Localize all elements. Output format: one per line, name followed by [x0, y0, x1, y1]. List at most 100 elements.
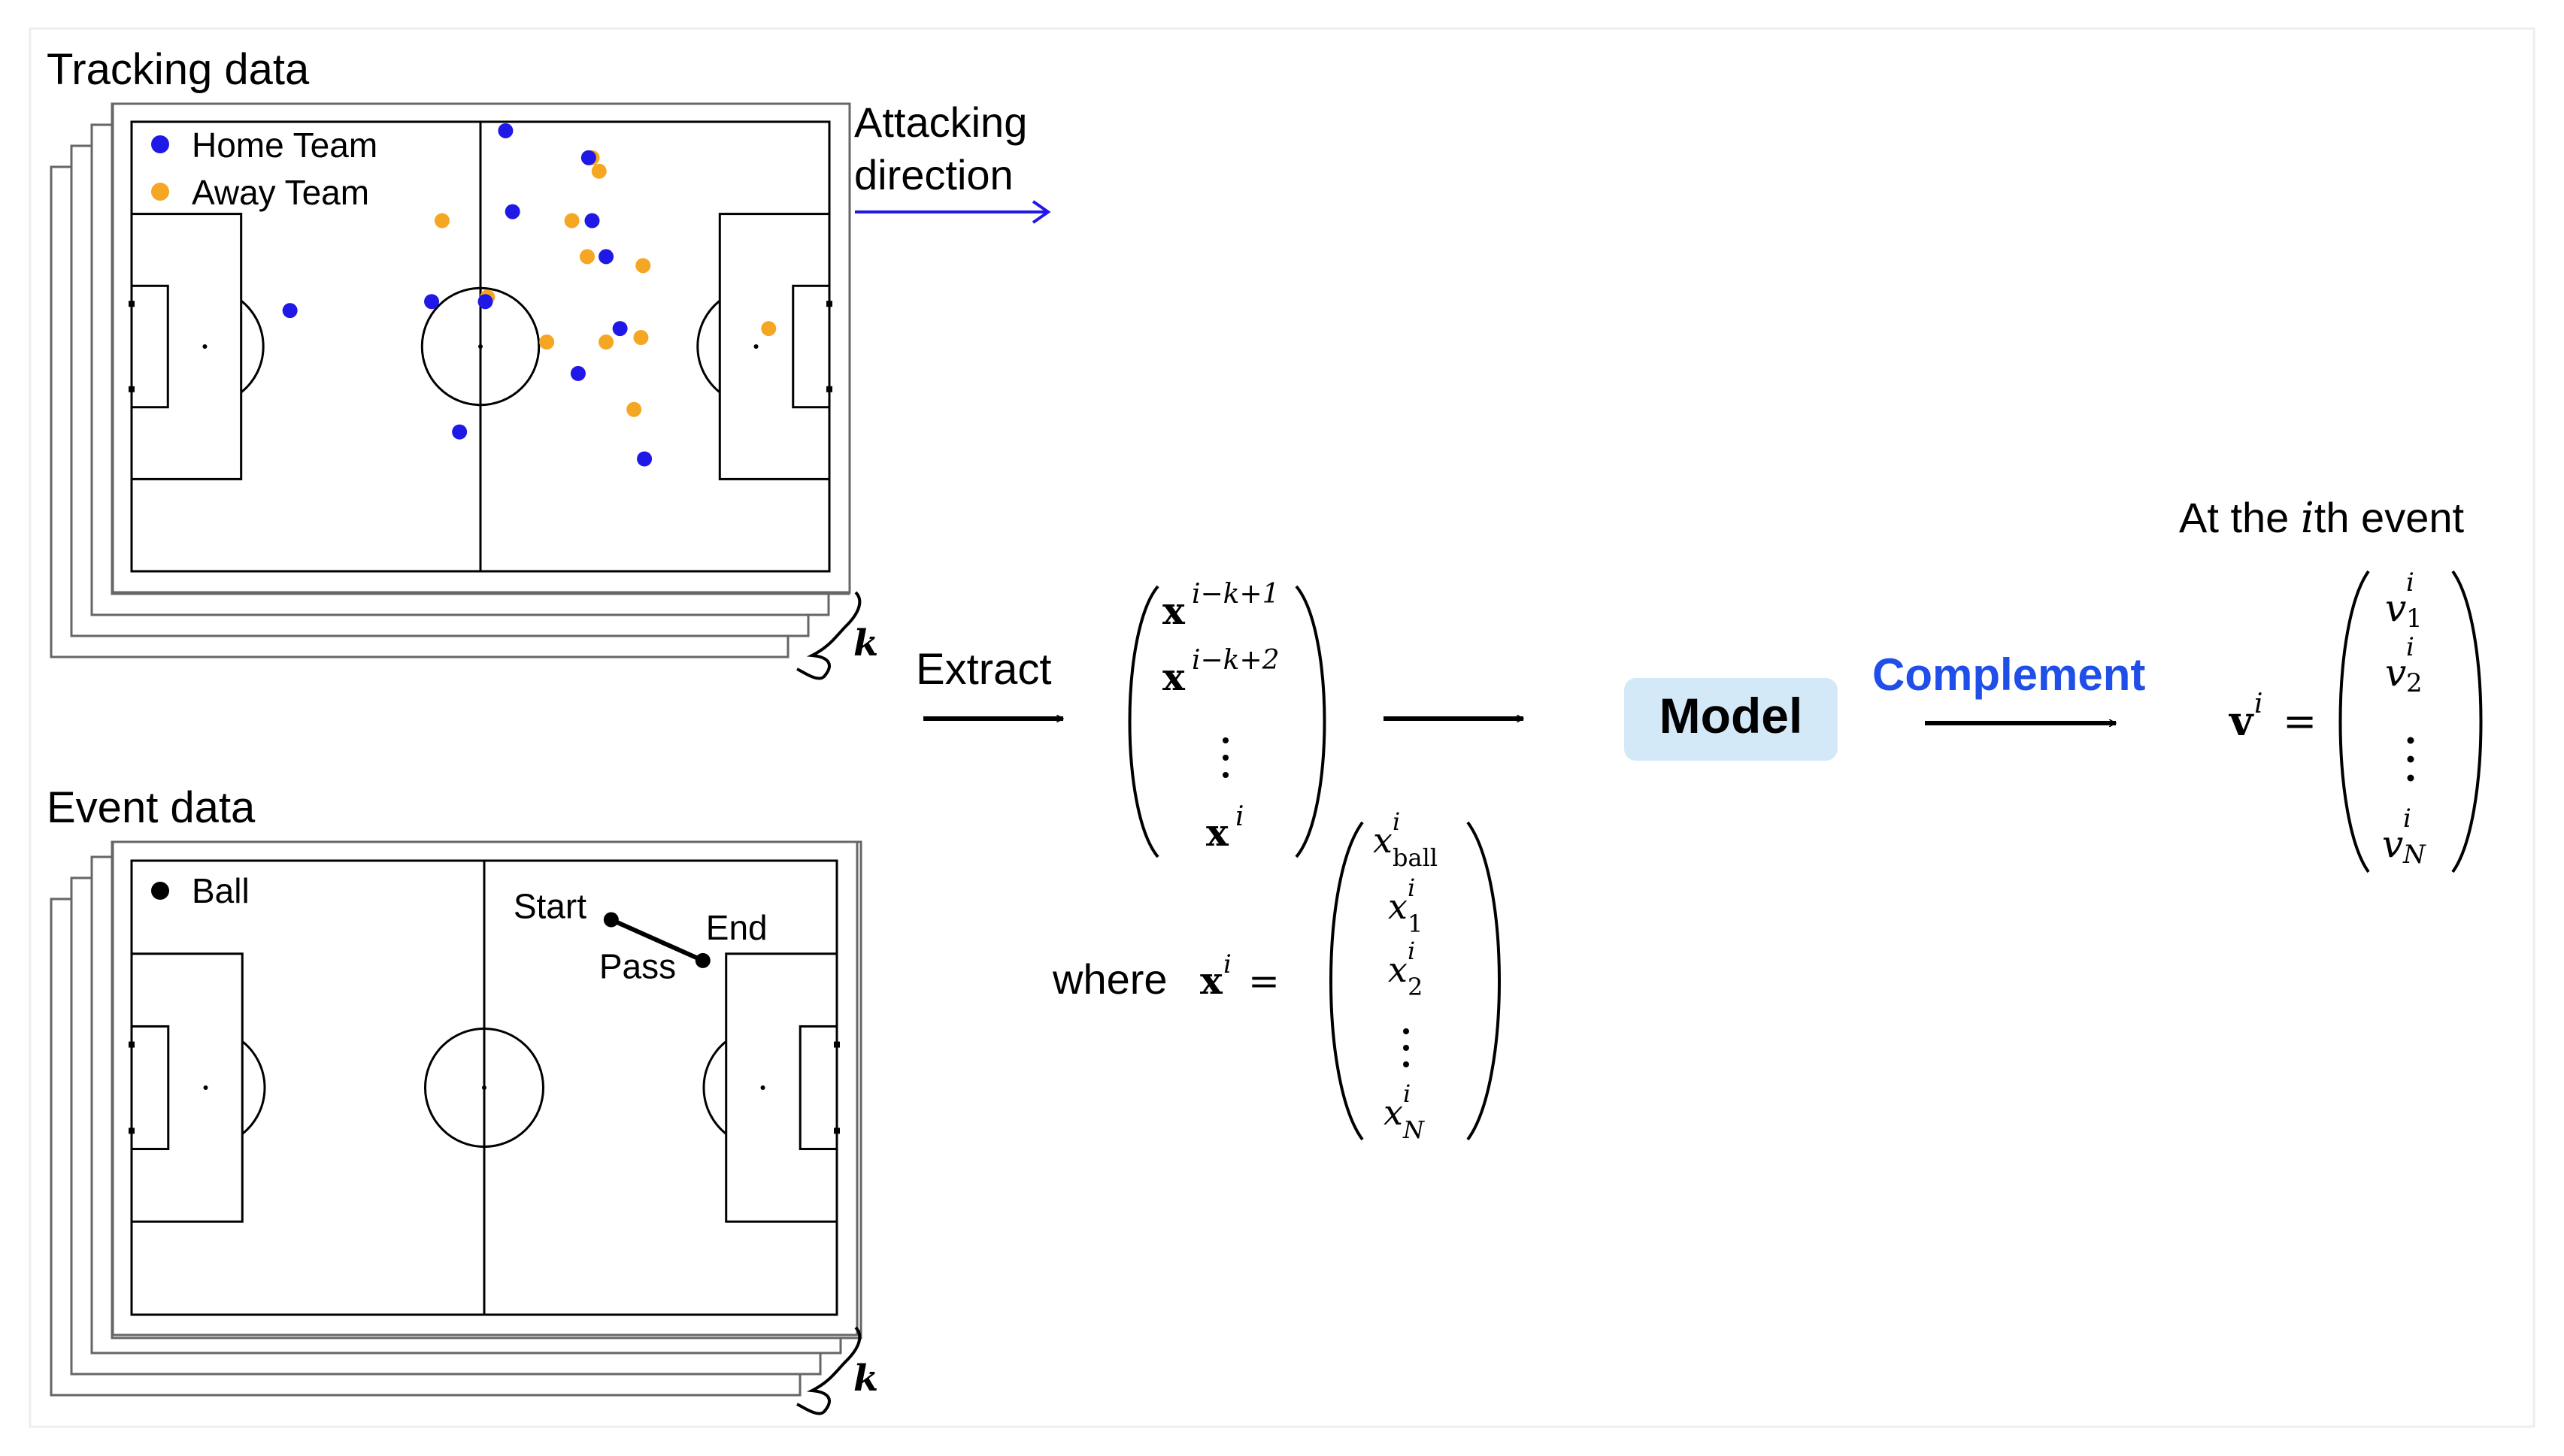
home-player-10 [637, 451, 653, 467]
state-row-1-base: x [1373, 820, 1393, 861]
home-player-8 [599, 249, 614, 265]
pitch-goal-area-left [130, 1025, 170, 1151]
pitch-goal-area-left [130, 284, 169, 409]
pass-start-label: Start [514, 887, 586, 926]
seq-vdots [1223, 737, 1229, 778]
away-player-7 [635, 258, 651, 274]
extract-label: Extract [916, 645, 1052, 694]
out-vdots [2407, 737, 2414, 782]
away-player-12 [539, 334, 555, 350]
pitch-goal-post-3 [834, 1041, 840, 1048]
tracking-legend: Home Team Away Team [151, 126, 377, 212]
seq-row-1-base: x [1162, 589, 1186, 633]
seq-row-2-base: x [1162, 655, 1186, 699]
pitch-center-circle [420, 286, 541, 407]
out-row-2-sup: i [2406, 632, 2414, 662]
pitch-goal-post-1 [129, 1041, 135, 1048]
tracking-frame-stack [50, 102, 851, 658]
home-player-5 [498, 123, 514, 138]
seq-row-3-sup: i [1235, 801, 1244, 832]
home-player-2 [424, 294, 440, 310]
home-player-4 [452, 424, 468, 440]
event-title: Event data [47, 783, 256, 832]
state-vector: where x i = x i ball x i 1 x i 2 x i N [1052, 807, 1501, 1144]
pitch-goal-post-2 [129, 1128, 135, 1134]
pitch-goal-area-right [799, 1025, 838, 1151]
attacking-label-line1: Attacking [854, 98, 1027, 146]
attacking-direction-arrow [855, 200, 1051, 224]
state-row-2-sup: i [1408, 873, 1415, 902]
event-caption: At the ith event [2179, 494, 2464, 543]
output-lhs-sup: i [2254, 689, 2263, 719]
state-row-4-sub: N [1402, 1115, 1425, 1144]
tracking-players [282, 123, 777, 467]
pitch-penalty-spot-right [753, 344, 759, 349]
tracking-k-brace [796, 591, 862, 680]
output-right-paren [2451, 570, 2483, 873]
out-row-1-sub: 1 [2406, 604, 2423, 634]
pass-end-ball [695, 952, 711, 968]
state-row-2-base: x [1388, 886, 1408, 927]
legend-away-label: Away Team [192, 173, 369, 212]
pitch-goal-post-2 [129, 386, 135, 392]
pass-end-label: End [706, 908, 768, 947]
seq-row-2-sup: i−k+2 [1192, 645, 1280, 676]
sequence-vector: x i−k+1 x i−k+2 x i [1128, 579, 1326, 858]
output-equals: = [2283, 698, 2317, 745]
seq-row-3-base: x [1206, 810, 1229, 855]
pitch-goal-post-3 [826, 301, 832, 307]
state-row-1-sup: i [1393, 807, 1400, 836]
pass-line [610, 917, 705, 963]
out-row-1-sup: i [2406, 568, 2414, 598]
pitch-center-spot [482, 1085, 486, 1090]
model-label: Model [1659, 688, 1803, 743]
state-row-3-base: x [1388, 949, 1408, 990]
away-player-1 [434, 213, 450, 229]
out-row-2-sub: 2 [2406, 668, 2423, 698]
state-row-2-sub: 1 [1408, 910, 1423, 938]
model-box-background [1624, 678, 1838, 761]
home-player-11 [612, 321, 628, 337]
seq-row-1-sup: i−k+1 [1192, 579, 1280, 610]
away-player-10 [626, 401, 642, 417]
state-row-4-sup: i [1403, 1079, 1411, 1108]
complement-label: Complement [1872, 649, 2145, 700]
state-row-3-sub: 2 [1408, 973, 1423, 1001]
home-player-6 [580, 150, 596, 165]
figure-border [29, 27, 2535, 1428]
away-player-8 [599, 334, 614, 350]
pitch-penalty-arc-right [696, 299, 721, 394]
state-right-paren [1466, 821, 1501, 1141]
tracking-title: Tracking data [47, 45, 310, 94]
away-player-3 [564, 213, 580, 229]
away-player-5 [591, 163, 607, 179]
state-equals: = [1248, 959, 1280, 1003]
pitch-goal-area-right [792, 284, 831, 409]
event-k-label: k [853, 1358, 878, 1400]
away-player-6 [579, 249, 595, 265]
state-lhs-sup: i [1223, 949, 1232, 979]
state-vdots [1403, 1028, 1409, 1067]
pitch-penalty-arc-left [241, 1040, 266, 1135]
state-row-4-base: x [1384, 1092, 1403, 1133]
where-label: where [1052, 955, 1168, 1003]
output-left-paren [2338, 570, 2370, 873]
home-player-7 [584, 213, 600, 229]
pitch-penalty-arc-left [240, 299, 265, 394]
pitch-penalty-arc-right [702, 1040, 727, 1135]
away-player-9 [633, 330, 649, 346]
sequence-right-paren [1295, 585, 1326, 858]
event-caption-var: i [2301, 494, 2314, 543]
away-player-11 [761, 321, 777, 337]
output-vector: v i = v i 1 v i 2 v i N [2229, 568, 2483, 873]
home-player-1 [282, 303, 298, 319]
tracking-k-label: k [853, 622, 878, 664]
state-row-3-sup: i [1408, 937, 1415, 965]
event-pitch [129, 859, 840, 1316]
sequence-left-paren [1128, 585, 1159, 858]
output-lhs-base: v [2229, 697, 2254, 745]
legend-home-label: Home Team [192, 126, 377, 165]
pitch-goal-post-4 [834, 1128, 840, 1134]
event-caption-post: th event [2314, 494, 2465, 541]
